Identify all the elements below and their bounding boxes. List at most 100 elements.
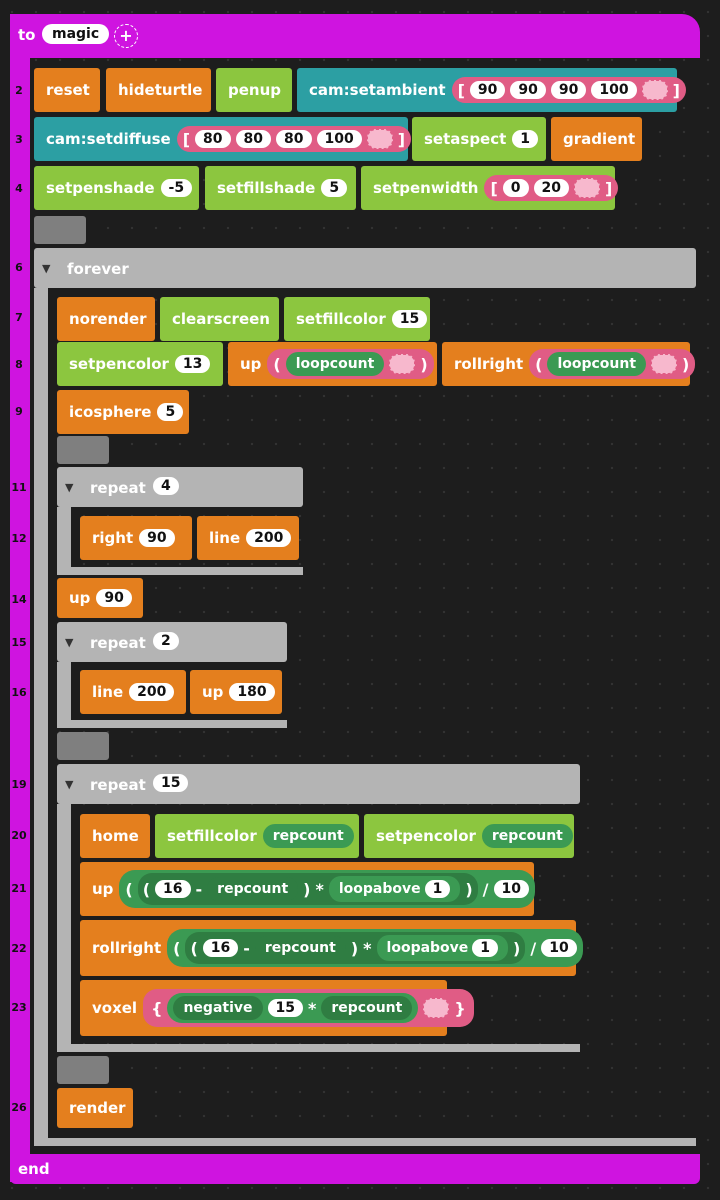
setambient-block[interactable]: cam:setambient [ 90 90 90 100 ]: [297, 68, 686, 112]
up-block[interactable]: up 180: [190, 670, 282, 714]
product-expr[interactable]: ( 16 - repcount ) * loopabove 1 ): [185, 932, 526, 964]
penup-block[interactable]: penup: [216, 68, 292, 112]
line-value[interactable]: 200: [246, 529, 292, 547]
collapse-triangle-icon[interactable]: ▼: [65, 636, 74, 649]
empty-line-block[interactable]: [57, 1056, 109, 1084]
repcount-reporter[interactable]: repcount: [262, 824, 354, 848]
penwidth-list[interactable]: [ 0 20 ]: [484, 175, 619, 201]
procedure-header[interactable]: to magic +: [10, 14, 700, 58]
setpencolor-block[interactable]: setpencolor repcount: [364, 814, 574, 858]
empty-slot[interactable]: [574, 178, 600, 198]
line-block[interactable]: line 200: [197, 516, 299, 560]
number-value[interactable]: 15: [267, 999, 303, 1017]
division-expr[interactable]: ( ( 16 - repcount ) * loopabove 1 ) / 10: [167, 929, 583, 967]
gradient-block[interactable]: gradient: [551, 117, 642, 161]
setpencolor-block[interactable]: setpencolor 13: [57, 342, 223, 386]
line-value[interactable]: 200: [129, 683, 175, 701]
loopabove-reporter[interactable]: loopabove 1: [328, 876, 461, 902]
repeat-count[interactable]: 2: [153, 632, 179, 650]
loopcount-reporter[interactable]: loopcount: [547, 352, 647, 376]
repcount-reporter[interactable]: repcount: [254, 936, 346, 960]
collapse-triangle-icon[interactable]: ▼: [65, 481, 74, 494]
empty-slot[interactable]: [641, 80, 668, 100]
setfillcolor-block[interactable]: setfillcolor 15: [284, 297, 430, 341]
paren-expr[interactable]: ( loopcount ): [267, 349, 434, 379]
home-block[interactable]: home: [80, 814, 150, 858]
repcount-reporter[interactable]: repcount: [321, 996, 413, 1020]
empty-line-block[interactable]: [34, 216, 86, 244]
hideturtle-block[interactable]: hideturtle: [106, 68, 211, 112]
setfillshade-block[interactable]: setfillshade 5: [205, 166, 356, 210]
clearscreen-block[interactable]: clearscreen: [160, 297, 279, 341]
setaspect-block[interactable]: setaspect 1: [412, 117, 546, 161]
loopabove-reporter[interactable]: loopabove 1: [376, 935, 509, 961]
diffuse-list[interactable]: [ 80 80 80 100 ]: [176, 126, 412, 152]
diffuse-value[interactable]: 100: [316, 130, 362, 148]
penshade-value[interactable]: -5: [160, 179, 193, 197]
ambient-value[interactable]: 90: [469, 81, 506, 99]
fillshade-value[interactable]: 5: [321, 179, 348, 197]
number-value[interactable]: 16: [202, 939, 239, 957]
ambient-value[interactable]: 90: [510, 81, 546, 99]
right-value[interactable]: 90: [139, 529, 175, 547]
paren-expr[interactable]: ( loopcount ): [529, 349, 696, 379]
loopabove-value[interactable]: 1: [424, 880, 451, 898]
norender-block[interactable]: norender: [57, 297, 155, 341]
empty-slot[interactable]: [423, 998, 450, 1018]
repcount-reporter[interactable]: repcount: [207, 877, 299, 901]
collapse-triangle-icon[interactable]: ▼: [42, 262, 51, 275]
repeat-count[interactable]: 4: [153, 477, 179, 495]
repeat-block[interactable]: ▼ repeat 15: [57, 764, 580, 804]
empty-line-block[interactable]: [57, 732, 109, 760]
ambient-value[interactable]: 90: [550, 81, 587, 99]
icosphere-block[interactable]: icosphere 5: [57, 390, 189, 434]
ambient-value[interactable]: 100: [591, 81, 637, 99]
forever-block[interactable]: ▼ forever: [34, 248, 696, 288]
reset-block[interactable]: reset: [34, 68, 100, 112]
up-expression-block[interactable]: up ( ( 16 - repcount ) * loopabove 1 ) /…: [80, 862, 535, 916]
setdiffuse-block[interactable]: cam:setdiffuse [ 80 80 80 100 ]: [34, 117, 412, 161]
loopabove-value[interactable]: 1: [472, 939, 499, 957]
empty-slot[interactable]: [651, 354, 678, 374]
pencolor-value[interactable]: 13: [174, 355, 211, 373]
setfillcolor-block[interactable]: setfillcolor repcount: [155, 814, 359, 858]
right-block[interactable]: right 90: [80, 516, 192, 560]
number-value[interactable]: 16: [155, 880, 191, 898]
procedure-name[interactable]: magic: [42, 24, 110, 44]
division-expr[interactable]: ( ( 16 - repcount ) * loopabove 1 ) / 10: [119, 870, 535, 908]
ambient-list[interactable]: [ 90 90 90 100 ]: [451, 77, 686, 103]
divisor-value[interactable]: 10: [493, 880, 529, 898]
line-block[interactable]: line 200: [80, 670, 186, 714]
product-expr[interactable]: ( 16 - repcount ) * loopabove 1 ): [137, 873, 478, 905]
empty-slot[interactable]: [366, 129, 393, 149]
penwidth-value[interactable]: 0: [502, 179, 529, 197]
setpenshade-block[interactable]: setpenshade -5: [34, 166, 199, 210]
add-parameter-icon[interactable]: +: [114, 24, 138, 48]
up-value[interactable]: 90: [96, 589, 132, 607]
product-expr[interactable]: negative 15 * repcount: [167, 993, 419, 1023]
fillcolor-value[interactable]: 15: [391, 310, 428, 328]
up-value[interactable]: 180: [229, 683, 275, 701]
divisor-value[interactable]: 10: [541, 939, 577, 957]
diffuse-value[interactable]: 80: [195, 130, 231, 148]
repeat-count[interactable]: 15: [153, 774, 189, 792]
rollright-loopcount-block[interactable]: rollright ( loopcount ): [442, 342, 696, 386]
repcount-reporter[interactable]: repcount: [481, 824, 573, 848]
empty-slot[interactable]: [389, 354, 416, 374]
voxel-list[interactable]: { negative 15 * repcount }: [143, 989, 474, 1027]
up-block[interactable]: up 90: [57, 578, 143, 618]
voxel-block[interactable]: voxel { negative 15 * repcount }: [80, 980, 474, 1036]
icosphere-value[interactable]: 5: [157, 403, 184, 421]
repeat-block[interactable]: ▼ repeat 2: [57, 622, 287, 662]
loopcount-reporter[interactable]: loopcount: [285, 352, 385, 376]
penwidth-value[interactable]: 20: [533, 179, 569, 197]
negative-reporter[interactable]: negative: [173, 996, 263, 1020]
repeat-block[interactable]: ▼ repeat 4: [57, 467, 303, 507]
diffuse-value[interactable]: 80: [276, 130, 312, 148]
aspect-value[interactable]: 1: [512, 130, 539, 148]
up-loopcount-block[interactable]: up ( loopcount ): [228, 342, 437, 386]
collapse-triangle-icon[interactable]: ▼: [65, 778, 74, 791]
render-block[interactable]: render: [57, 1088, 133, 1128]
setpenwidth-block[interactable]: setpenwidth [ 0 20 ]: [361, 166, 619, 210]
empty-line-block[interactable]: [57, 436, 109, 464]
